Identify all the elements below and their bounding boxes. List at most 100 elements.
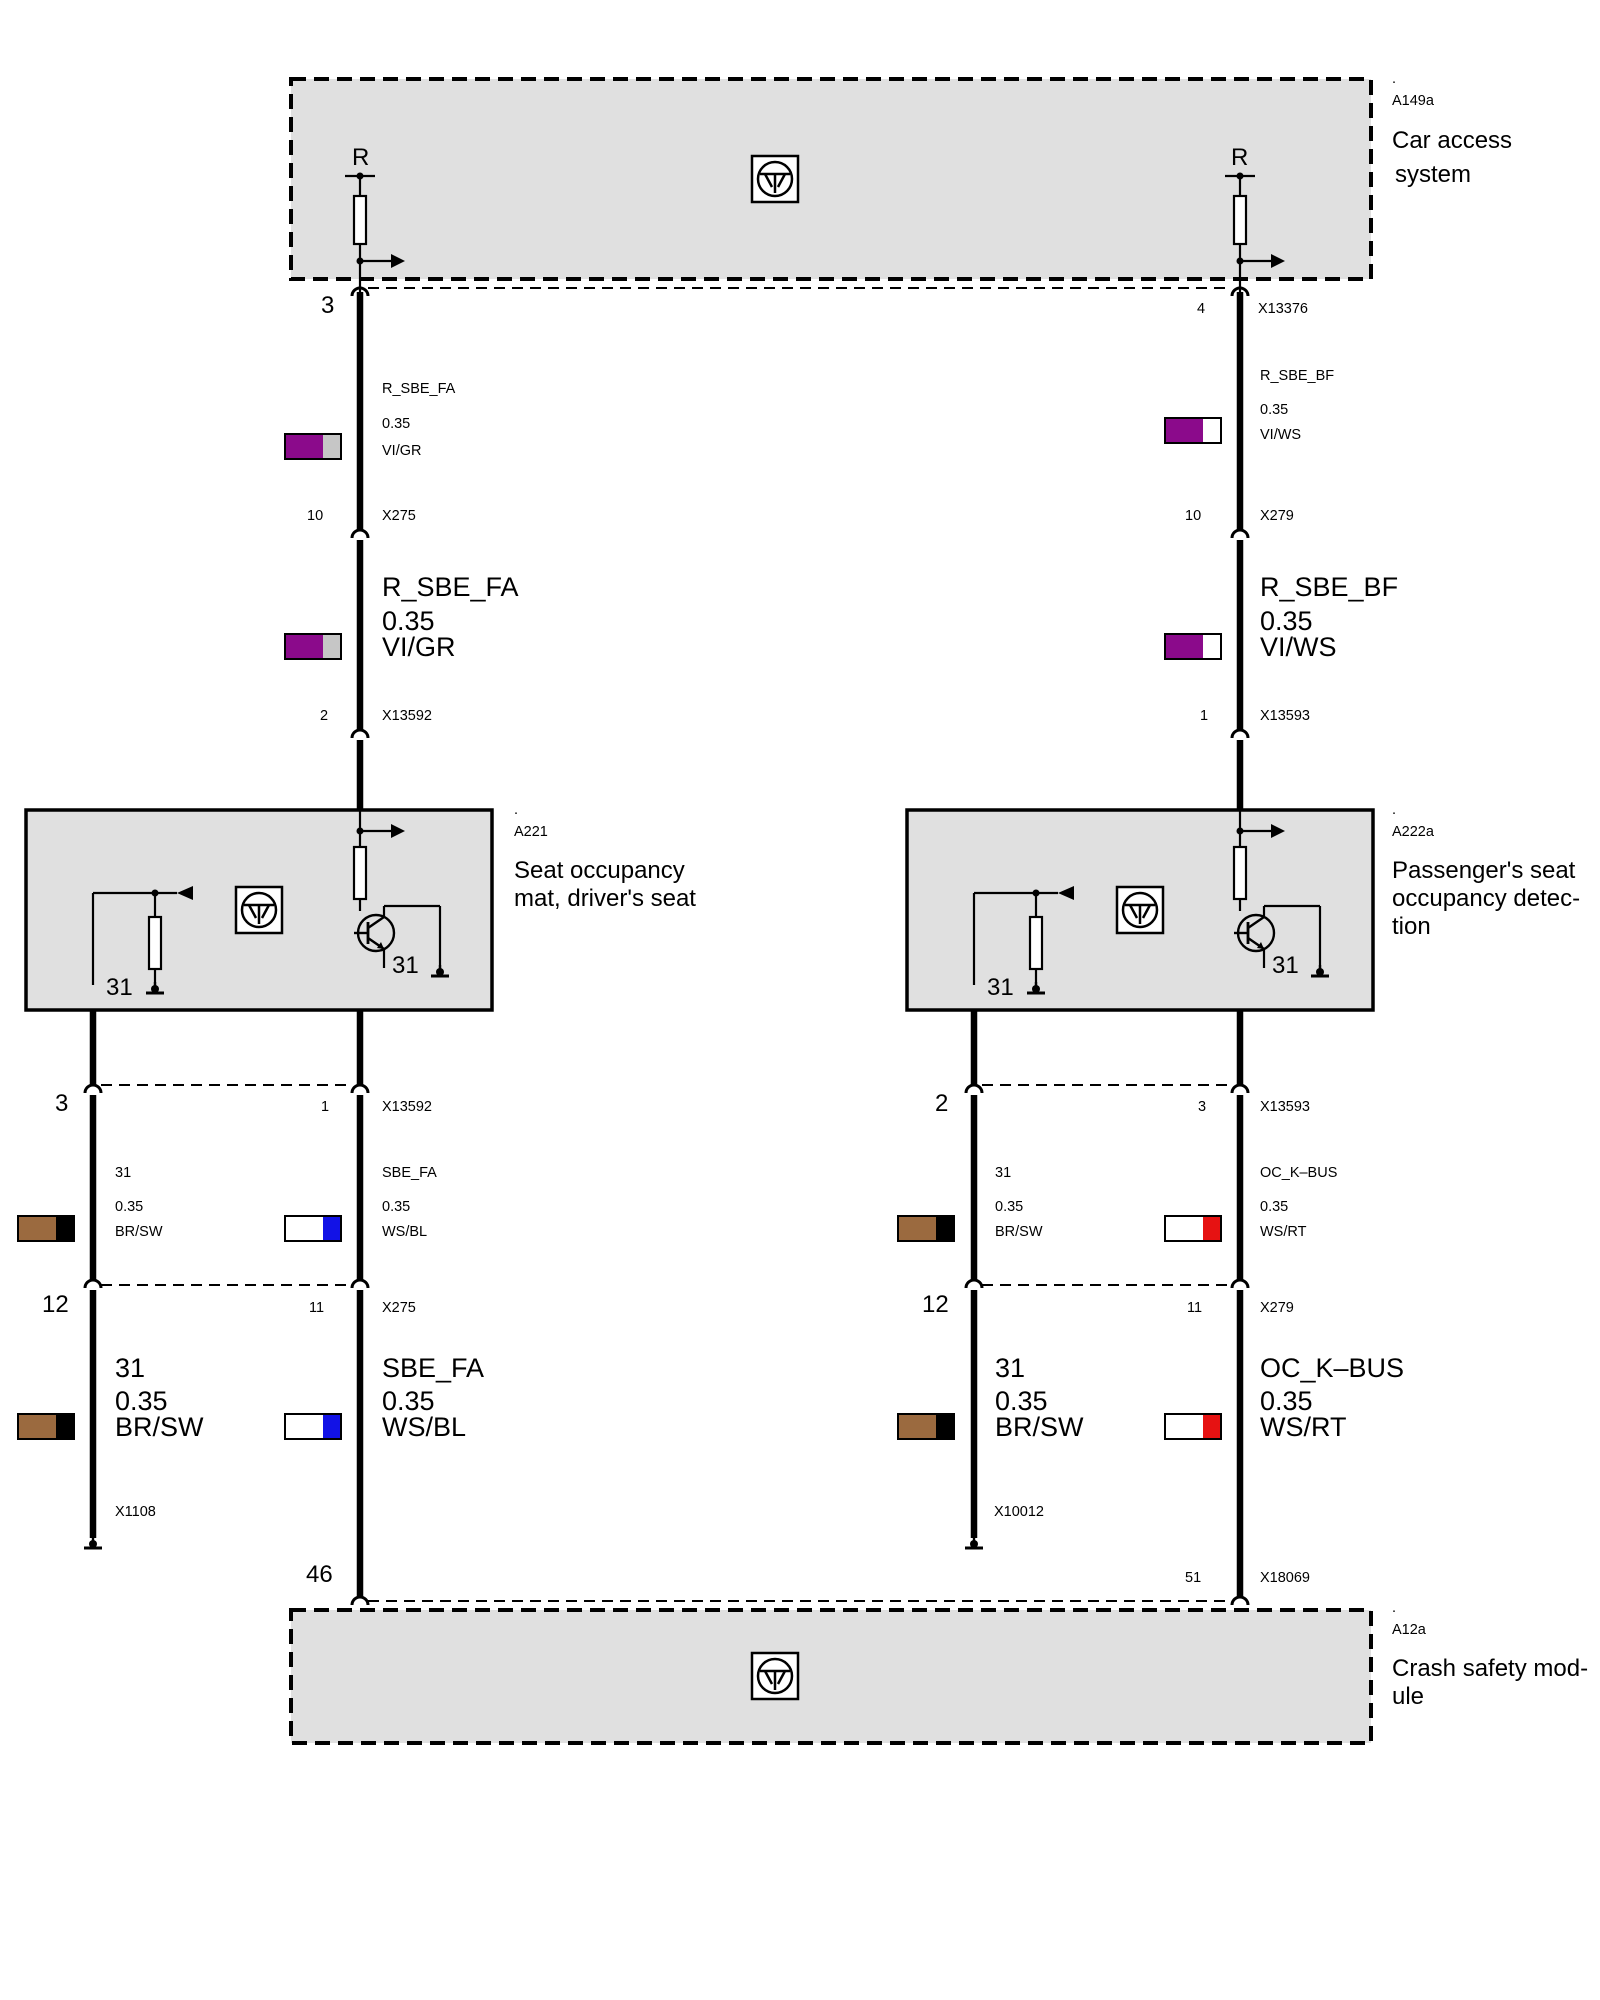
wire-signal-label: SBE_FA [382,1165,437,1181]
wire-size-label: 0.35 [382,606,435,636]
module-dot: . [1392,1600,1396,1616]
pin-number: 10 [307,508,323,524]
module-name-line: system [1395,161,1471,188]
wire-color-label: BR/SW [115,1412,204,1442]
control-unit-icon [750,1651,800,1701]
connector-id-x1108: X1108 [115,1504,156,1520]
pin-number: 12 [922,1291,949,1318]
cas-pullup-left [345,172,405,292]
wire-size-label: 0.35 [995,1199,1023,1215]
wire-color-swatch-br-sw [897,1215,955,1242]
arrow-left-icon [177,886,193,900]
wire-size-label: 0.35 [115,1386,168,1416]
wire-size-label: 0.35 [995,1386,1048,1416]
module-id-a12a: A12a [1392,1622,1427,1638]
wire-signal-label: 31 [115,1165,131,1181]
pin-number: 11 [309,1300,324,1316]
wire-color-label: WS/BL [382,1412,466,1442]
wire-signal-label: R_SBE_BF [1260,368,1334,384]
wire-color-label: WS/RT [1260,1224,1307,1240]
passenger-ground-label-left: 31 [987,974,1014,1001]
module-id-a221: A221 [514,824,548,840]
wire-color-label: WS/BL [382,1224,427,1240]
pin-number: 1 [321,1099,329,1115]
module-name-line: Car access [1392,127,1512,154]
connector-id-x13593: X13593 [1260,708,1310,724]
connector-id-x13376: X13376 [1258,301,1308,317]
ground-icon [963,1535,985,1550]
wire-signal-label: OC_K–BUS [1260,1353,1404,1383]
control-unit-icon [234,885,284,935]
connector-id-x13593: X13593 [1260,1099,1310,1115]
passenger-ground-label-right: 31 [1272,952,1299,979]
wire-signal-label: R_SBE_FA [382,572,519,602]
wire-signal-label: R_SBE_BF [1260,572,1398,602]
connector-id-x279: X279 [1260,508,1294,524]
cas-pullup-right [1225,172,1285,292]
pin-number: 4 [1197,301,1205,317]
wire-size-label: 0.35 [382,1199,410,1215]
wire-signal-label: 31 [995,1165,1011,1181]
wire-color-swatch-vi-gr [284,633,342,660]
wire-color-swatch-ws-bl [284,1413,342,1440]
wire-color-label: VI/GR [382,443,421,459]
arrow-right-icon [1271,254,1285,268]
wire-color-swatch-vi-gr [284,433,342,460]
wire-size-label: 0.35 [1260,402,1288,418]
connector-id-x13592: X13592 [382,1099,432,1115]
wire-color-label: BR/SW [995,1224,1043,1240]
driver-ground-label-right: 31 [392,952,419,979]
wire-color-label: BR/SW [995,1412,1084,1442]
wire-color-swatch-br-sw [17,1215,75,1242]
control-unit-icon [750,154,800,204]
pin-number: 12 [42,1291,69,1318]
wire-color-swatch-ws-bl [284,1215,342,1242]
module-name-line: tion [1392,913,1431,940]
wire-size-label: 0.35 [115,1199,143,1215]
wire-signal-label: 31 [115,1353,145,1383]
module-id-a222a: A222a [1392,824,1435,840]
connector-id-x275: X275 [382,1300,416,1316]
module-name-line: mat, driver's seat [514,885,696,912]
ground-icon [82,1535,104,1550]
wire-size-label: 0.35 [382,1386,435,1416]
wire-color-label: VI/WS [1260,427,1301,443]
arrow-right-icon [391,824,405,838]
pin-number: 3 [1198,1099,1206,1115]
wire-color-swatch-br-sw [17,1413,75,1440]
pin-number: 2 [320,708,328,724]
module-name-line: Seat occupancy [514,857,685,884]
connector-id-x275: X275 [382,508,416,524]
pin-number: 46 [306,1561,333,1588]
module-name-line: Crash safety mod- [1392,1655,1588,1682]
pin-number: 2 [935,1090,948,1117]
connector-id-x10012: X10012 [994,1504,1044,1520]
wire-color-swatch-ws-rt [1164,1215,1222,1242]
arrow-right-icon [391,254,405,268]
wire-color-swatch-br-sw [897,1413,955,1440]
connector-id-x13592: X13592 [382,708,432,724]
wire-color-label: VI/GR [382,632,456,662]
wire-color-label: VI/WS [1260,632,1337,662]
cas-pin-label-left: R [352,144,369,171]
connector-arcs [83,286,1250,1606]
module-name-line: occupancy detec- [1392,885,1580,912]
module-dot: . [1392,71,1396,87]
wire-color-swatch-ws-rt [1164,1413,1222,1440]
module-id-a149a: A149a [1392,93,1435,109]
cas-pin-label-right: R [1231,144,1248,171]
pin-number: 3 [321,292,334,319]
module-dot: . [514,802,518,818]
module-dot: . [1392,802,1396,818]
wire-signal-label: SBE_FA [382,1353,484,1383]
control-unit-icon [1115,885,1165,935]
driver-ground-label-left: 31 [106,974,133,1001]
wire-color-label: WS/RT [1260,1412,1347,1442]
pin-number: 3 [55,1090,68,1117]
wire-size-label: 0.35 [1260,1199,1288,1215]
wire-size-label: 0.35 [382,416,410,432]
driver-seat-internals [91,810,451,995]
module-name-line: ule [1392,1683,1424,1710]
pin-number: 11 [1187,1300,1202,1316]
pin-number: 51 [1185,1570,1201,1586]
